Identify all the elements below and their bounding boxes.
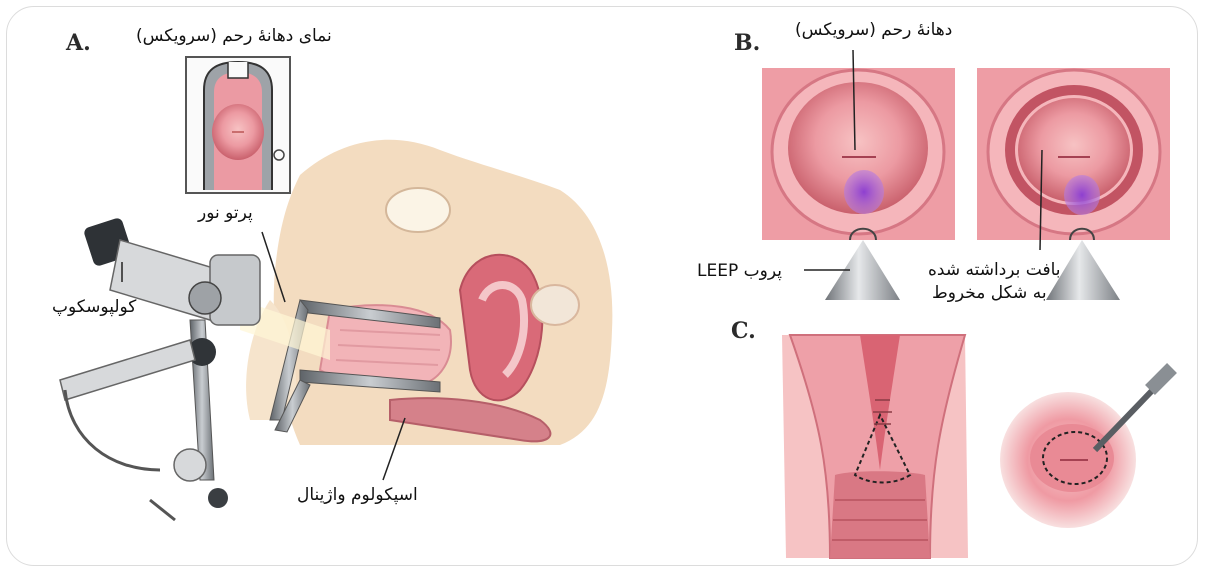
lesion-area-excised [1064, 175, 1100, 215]
cone-tissue-label-line2: به شکل مخروط [932, 283, 1047, 304]
cone-tissue-label-line1: بافت برداشته شده [928, 260, 1061, 281]
cervix-image-left [762, 68, 955, 240]
bladder-shape [386, 188, 450, 232]
cervix-image-right [977, 68, 1170, 240]
cervix-view-inset [186, 57, 290, 193]
panel-a-letter: A. [66, 30, 91, 56]
speculum-label: اسپکولوم واژینال [297, 485, 418, 506]
cone-biopsy-section [782, 335, 968, 558]
lesion-area [844, 170, 884, 214]
colposcope-device [60, 217, 260, 520]
cervix-label: دهانۀ رحم (سرویکس) [795, 20, 952, 41]
panel-b-letter: B. [734, 30, 760, 56]
leep-probe-label: پروب LEEP [697, 261, 782, 282]
cervix-view-label: نمای دهانۀ رحم (سرویکس) [136, 26, 332, 47]
cervix-circle-excision [1000, 368, 1172, 528]
panel-c-letter: C. [731, 318, 756, 344]
light-beam-label: پرتو نور [198, 203, 253, 224]
ovary-shape [531, 285, 579, 325]
colposcope-label: کولپوسکوپ [52, 297, 136, 318]
